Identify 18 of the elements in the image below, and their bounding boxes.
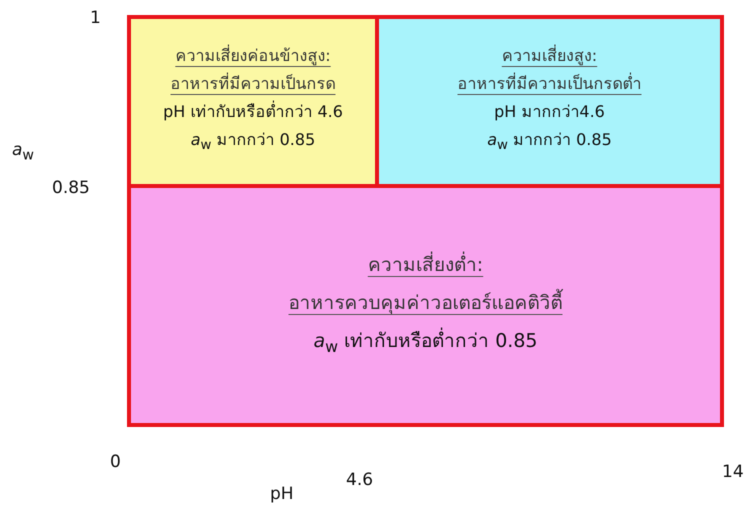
region-text: a$_{w}$ มากกว่า 0.85: [487, 130, 612, 156]
region-text: a$_{w}$ เท่ากับหรือต่ำกว่า 0.85: [314, 328, 538, 358]
region-text: a$_{w}$ มากกว่า 0.85: [190, 130, 316, 156]
axis-title: a$_{w}$: [12, 140, 34, 164]
region-text: pH มากกว่า4.6: [494, 102, 605, 122]
region-text: pH เท่ากับหรือต่ำกว่า 4.6: [163, 102, 343, 122]
axis-tick-label: 1: [90, 8, 101, 28]
region-heading: ความเสี่ยงสูง:: [502, 46, 598, 66]
axis-tick-label: 0: [110, 452, 121, 472]
region-heading: อาหารควบคุมค่าวอเตอร์แอคติวิตี้: [288, 290, 562, 316]
region-heading: อาหารที่มีความเป็นกรดต่ำ: [458, 74, 642, 94]
axis-title: pH: [270, 484, 294, 504]
axis-tick-label: 0.85: [52, 178, 90, 198]
region-heading: อาหารที่มีความเป็นกรด: [170, 74, 336, 94]
axis-tick-label: 4.6: [346, 470, 374, 490]
region-heading: ความเสี่ยงค่อนข้างสูง:: [175, 46, 331, 66]
region-heading: ความเสี่ยงต่ำ:: [368, 252, 484, 278]
axis-tick-label: 14: [722, 462, 744, 482]
